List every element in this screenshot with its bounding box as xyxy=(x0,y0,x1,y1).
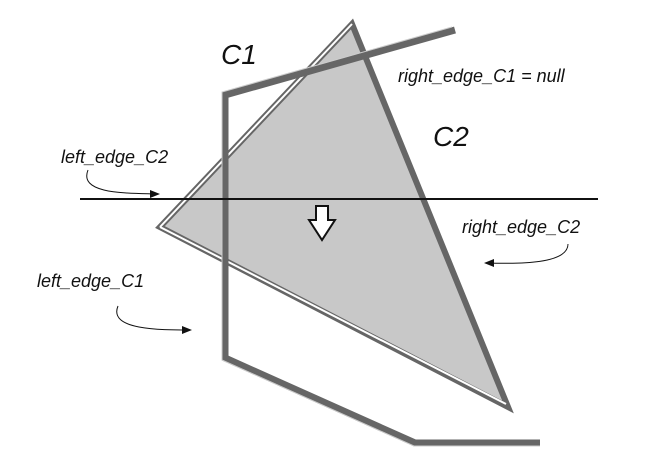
left-edge-c2-arrow xyxy=(86,169,159,195)
c1-label: C1 xyxy=(221,39,257,70)
c1-inner-highlight xyxy=(221,26,540,447)
left-edge-c1-label: left_edge_C1 xyxy=(37,271,144,291)
polygon-c1 xyxy=(221,26,540,447)
left-edge-c1-arrowhead xyxy=(182,326,192,334)
c2-left-edge-highlight xyxy=(159,23,353,228)
c2-bottom-edge-highlight xyxy=(159,226,507,405)
right-edge-c2-arrowhead xyxy=(484,259,494,267)
right-edge-c2-label: right_edge_C2 xyxy=(462,217,580,237)
right-edge-c1-label: right_edge_C1 = null xyxy=(398,66,566,86)
right-edge-c2-arrow xyxy=(485,243,569,264)
left-edge-c1-arrow xyxy=(116,305,191,331)
down-arrow-icon xyxy=(307,205,337,242)
left-edge-c2-label: left_edge_C2 xyxy=(61,147,168,167)
c2-label: C2 xyxy=(433,121,469,152)
left-edge-c2-arrowhead xyxy=(150,190,160,198)
